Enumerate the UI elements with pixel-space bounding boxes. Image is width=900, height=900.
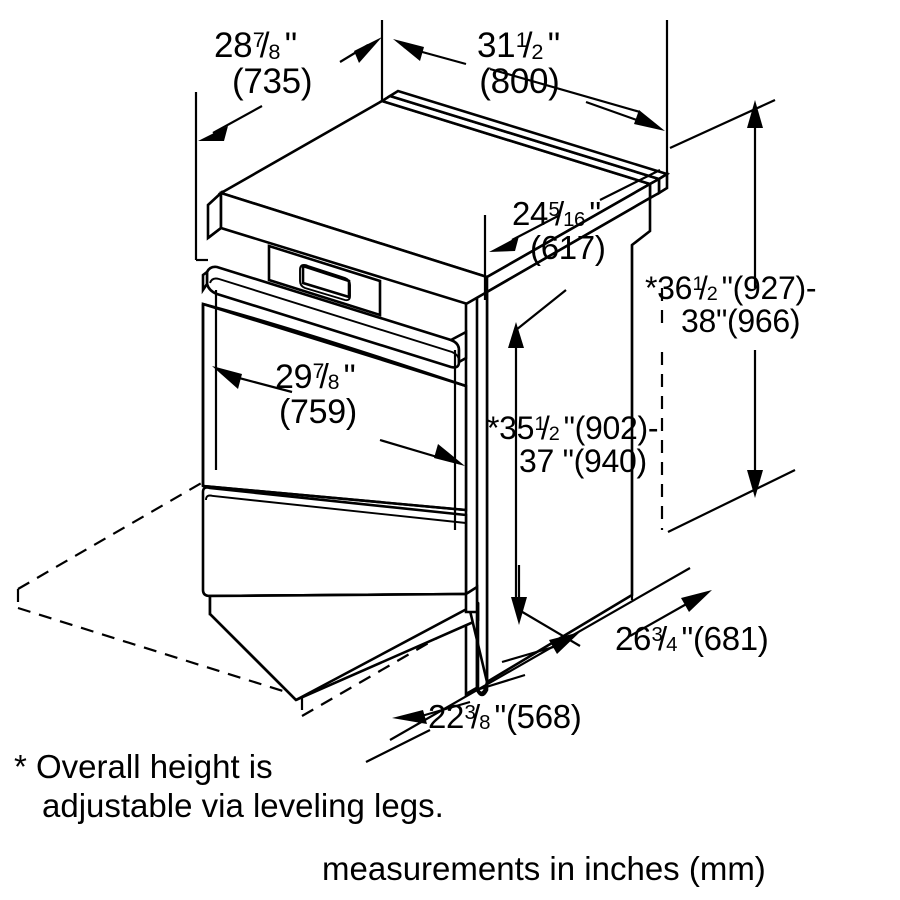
dim-label-door-width: 297/8" (759)	[275, 358, 357, 432]
oven-door-top-edge	[202, 302, 467, 388]
toe-kick	[208, 592, 480, 702]
dim-label-cooktop-depth: 287/8" (735)	[214, 26, 313, 102]
dim-cooktop-width	[393, 20, 669, 180]
dim-label-body-depth: 245/16" (617)	[512, 195, 606, 266]
dim-body-depth	[483, 169, 661, 600]
dim-label-floor-depth: 263/4"(681)	[615, 620, 769, 657]
dim-label-overall-height: *361/2"(927)- 38"(966)	[645, 270, 817, 339]
dim-label-base-depth: 223/8"(568)	[428, 698, 582, 735]
oven-door-handle	[201, 265, 468, 369]
dim-door-width	[212, 290, 465, 530]
dim-cooktop-depth	[194, 20, 384, 262]
footnote-leveling-legs: * Overall height is adjustable via level…	[14, 748, 444, 824]
cooktop-top-surface	[217, 89, 671, 279]
units-note: measurements in inches (mm)	[322, 850, 766, 887]
dim-overall-height	[660, 98, 796, 533]
footnote-leader	[365, 729, 431, 763]
dim-label-body-height: *351/2"(902)- 37 "(940)	[487, 410, 659, 479]
dim-label-cooktop-width: 311/2" (800)	[477, 26, 560, 102]
dim-base-depth	[392, 565, 581, 724]
control-panel	[267, 244, 382, 317]
